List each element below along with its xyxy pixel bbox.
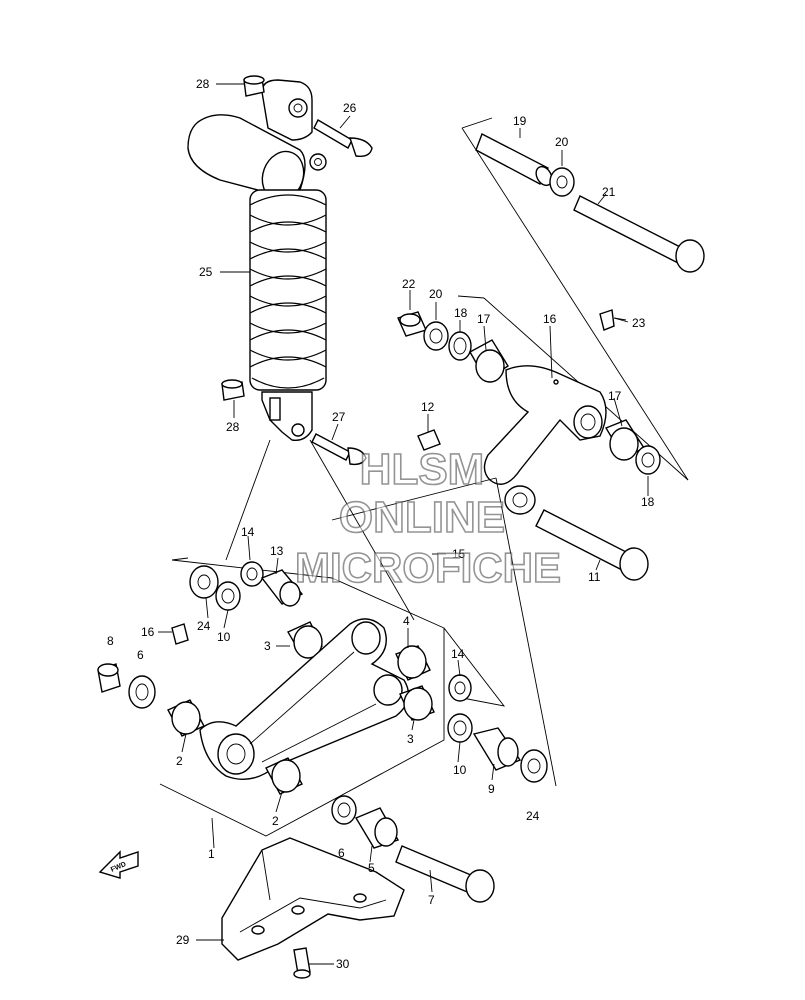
collar-5 [354, 807, 400, 849]
callout-26: 26 [343, 101, 357, 115]
callout-18-right: 18 [641, 495, 655, 509]
callout-1: 1 [208, 847, 215, 861]
callout-28: 28 [196, 77, 210, 91]
washer-24-left [189, 565, 219, 599]
callout-4: 4 [403, 614, 410, 628]
callout-8: 8 [107, 634, 114, 648]
collar-13 [260, 569, 304, 607]
nut-8 [97, 663, 121, 693]
callout-27: 27 [332, 410, 346, 424]
washer-14-left [240, 561, 264, 587]
watermark-line-3: MICROFICHE [295, 544, 561, 591]
callout-14: 14 [241, 525, 255, 539]
callout-labels: 28 26 25 28 27 19 20 21 22 20 18 17 16 2… [107, 77, 655, 971]
seal-18-right [635, 445, 661, 475]
callout-19: 19 [513, 114, 527, 128]
nut-28-top [243, 75, 265, 97]
callout-3: 3 [264, 639, 271, 653]
callout-22: 22 [402, 277, 416, 291]
watermark-line-1: HLSM [360, 445, 485, 494]
callout-11: 11 [588, 570, 601, 584]
bearing-2-left [167, 699, 205, 737]
callout-12: 12 [421, 400, 435, 414]
watermark-line-2: ONLINE [339, 493, 505, 542]
callout-13: 13 [270, 544, 284, 558]
callout-6: 6 [137, 648, 144, 662]
grease-nipple-23 [599, 309, 627, 331]
washer-20-mid [423, 321, 449, 351]
callout-28-lower: 28 [226, 420, 240, 434]
bolt-26 [313, 119, 373, 158]
callout-15: 15 [452, 547, 466, 561]
callout-9: 9 [488, 782, 495, 796]
callout-7: 7 [428, 893, 435, 907]
washer-10-left [215, 581, 241, 611]
bearing-3-lower [399, 685, 435, 721]
callout-3-lower: 3 [407, 732, 414, 746]
cushion-lever-1 [199, 618, 410, 780]
bolt-7 [395, 845, 495, 903]
washer-6-left [128, 675, 156, 709]
bearing-2-lower [265, 757, 303, 795]
forward-arrow-icon: FWD [98, 850, 139, 879]
callout-2: 2 [176, 754, 183, 768]
upper-right-group-frame [461, 117, 689, 481]
callout-23: 23 [632, 316, 646, 330]
callout-25: 25 [199, 265, 213, 279]
leader-lines [158, 83, 649, 965]
bearing-3-upper [287, 621, 323, 659]
callout-24: 24 [197, 619, 211, 633]
bolt-27 [311, 433, 367, 466]
watermark: HLSM ONLINE MICROFICHE [294, 444, 562, 592]
callout-17-right: 17 [608, 389, 622, 403]
collar-19 [475, 133, 553, 187]
nut-28-lower [221, 379, 245, 401]
callout-5: 5 [368, 861, 375, 875]
washer-14-right [448, 674, 472, 702]
callout-30: 30 [336, 957, 350, 971]
callout-21: 21 [602, 185, 616, 199]
callout-16-left: 16 [141, 625, 155, 639]
seal-18-mid [448, 331, 472, 361]
bolt-30 [293, 947, 311, 979]
callout-18: 18 [454, 306, 468, 320]
callout-29: 29 [176, 933, 190, 947]
washer-20-upper [549, 167, 575, 197]
guard-29 [221, 837, 405, 961]
rear-shock-absorber [187, 79, 327, 441]
nut-22 [397, 311, 427, 337]
callout-10: 10 [217, 630, 231, 644]
callout-20: 20 [555, 135, 569, 149]
callout-16: 16 [543, 312, 557, 326]
callout-17: 17 [477, 312, 491, 326]
cushion-lever-16 [483, 365, 607, 515]
washer-10-right [447, 713, 473, 743]
bearing-17-mid [469, 339, 509, 383]
washer-24-right [520, 749, 548, 783]
collar-9 [472, 727, 522, 771]
callout-20-mid: 20 [429, 287, 443, 301]
callout-14-right: 14 [451, 647, 465, 661]
callout-24-right: 24 [526, 809, 540, 823]
grease-nipple-12 [417, 429, 441, 451]
callout-6-lower: 6 [338, 846, 345, 860]
bearing-17-right [604, 419, 646, 461]
washer-6-lower [331, 795, 357, 825]
bolt-21 [573, 195, 705, 273]
cushion-lever-frame [159, 439, 557, 837]
callout-10-right: 10 [453, 763, 467, 777]
bearing-4 [395, 645, 431, 681]
bolt-11 [535, 509, 649, 581]
callout-2-lower: 2 [272, 814, 279, 828]
grease-nipple-16 [171, 623, 189, 645]
